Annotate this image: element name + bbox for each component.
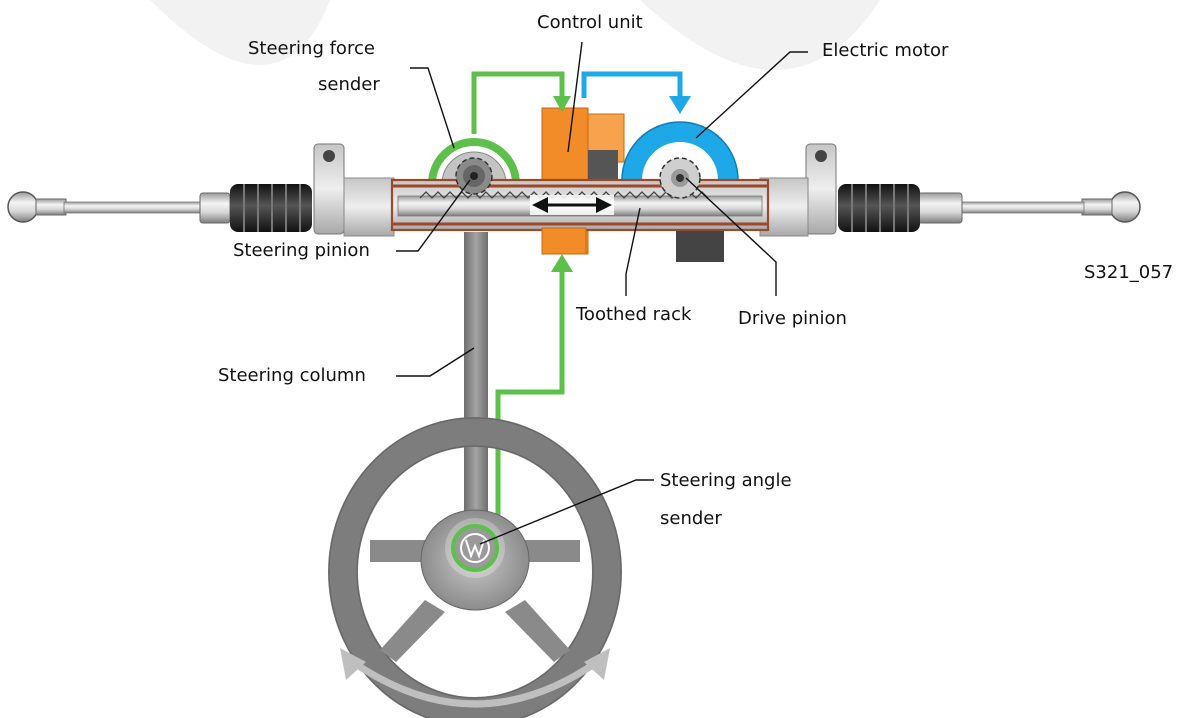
motor-control-line [581, 71, 691, 114]
drive-pinion-gear [659, 157, 701, 199]
label-electric-motor: Electric motor [822, 40, 949, 61]
steering-pinion-gear [455, 157, 493, 195]
left-boot [230, 184, 312, 232]
leader-drive-pinion [685, 177, 777, 296]
leader-control-unit [567, 41, 583, 153]
leader-lines [396, 41, 808, 545]
steer-rotation-arrow-icon [340, 648, 610, 708]
label-steering-force-sender-line1: Steering force [248, 38, 375, 59]
leader-steering-force-sender [410, 67, 455, 149]
steering-column-shaft [464, 232, 488, 522]
leader-toothed-rack [625, 207, 641, 296]
vw-logo-icon [451, 524, 499, 572]
label-drive-pinion: Drive pinion [738, 308, 847, 329]
leader-steering-angle-sender [479, 479, 654, 545]
label-control-unit: Control unit [537, 12, 643, 33]
label-steering-column: Steering column [218, 365, 366, 386]
leader-electric-motor [695, 51, 808, 139]
leader-steering-column [396, 347, 475, 377]
figure-code: S321_057 [1084, 262, 1174, 283]
control-unit-lower [541, 227, 587, 255]
right-tie-rod [917, 191, 1141, 224]
right-boot [838, 184, 920, 232]
leader-steering-pinion [396, 179, 471, 252]
label-steering-angle-sender-line1: Steering angle [660, 470, 792, 491]
left-mount-bracket [313, 143, 395, 237]
steering-angle-signal-line [495, 254, 573, 520]
watermark-background [150, 0, 880, 70]
steering-force-signal-line [471, 71, 571, 134]
left-tie-rod [7, 191, 231, 224]
rack-motion-arrow-icon [530, 195, 614, 215]
label-steering-pinion: Steering pinion [233, 240, 370, 261]
label-steering-angle-sender-line2: sender [660, 508, 722, 529]
label-toothed-rack: Toothed rack [576, 304, 692, 325]
right-mount-bracket [759, 143, 837, 237]
label-steering-force-sender-line2: sender [318, 74, 380, 95]
